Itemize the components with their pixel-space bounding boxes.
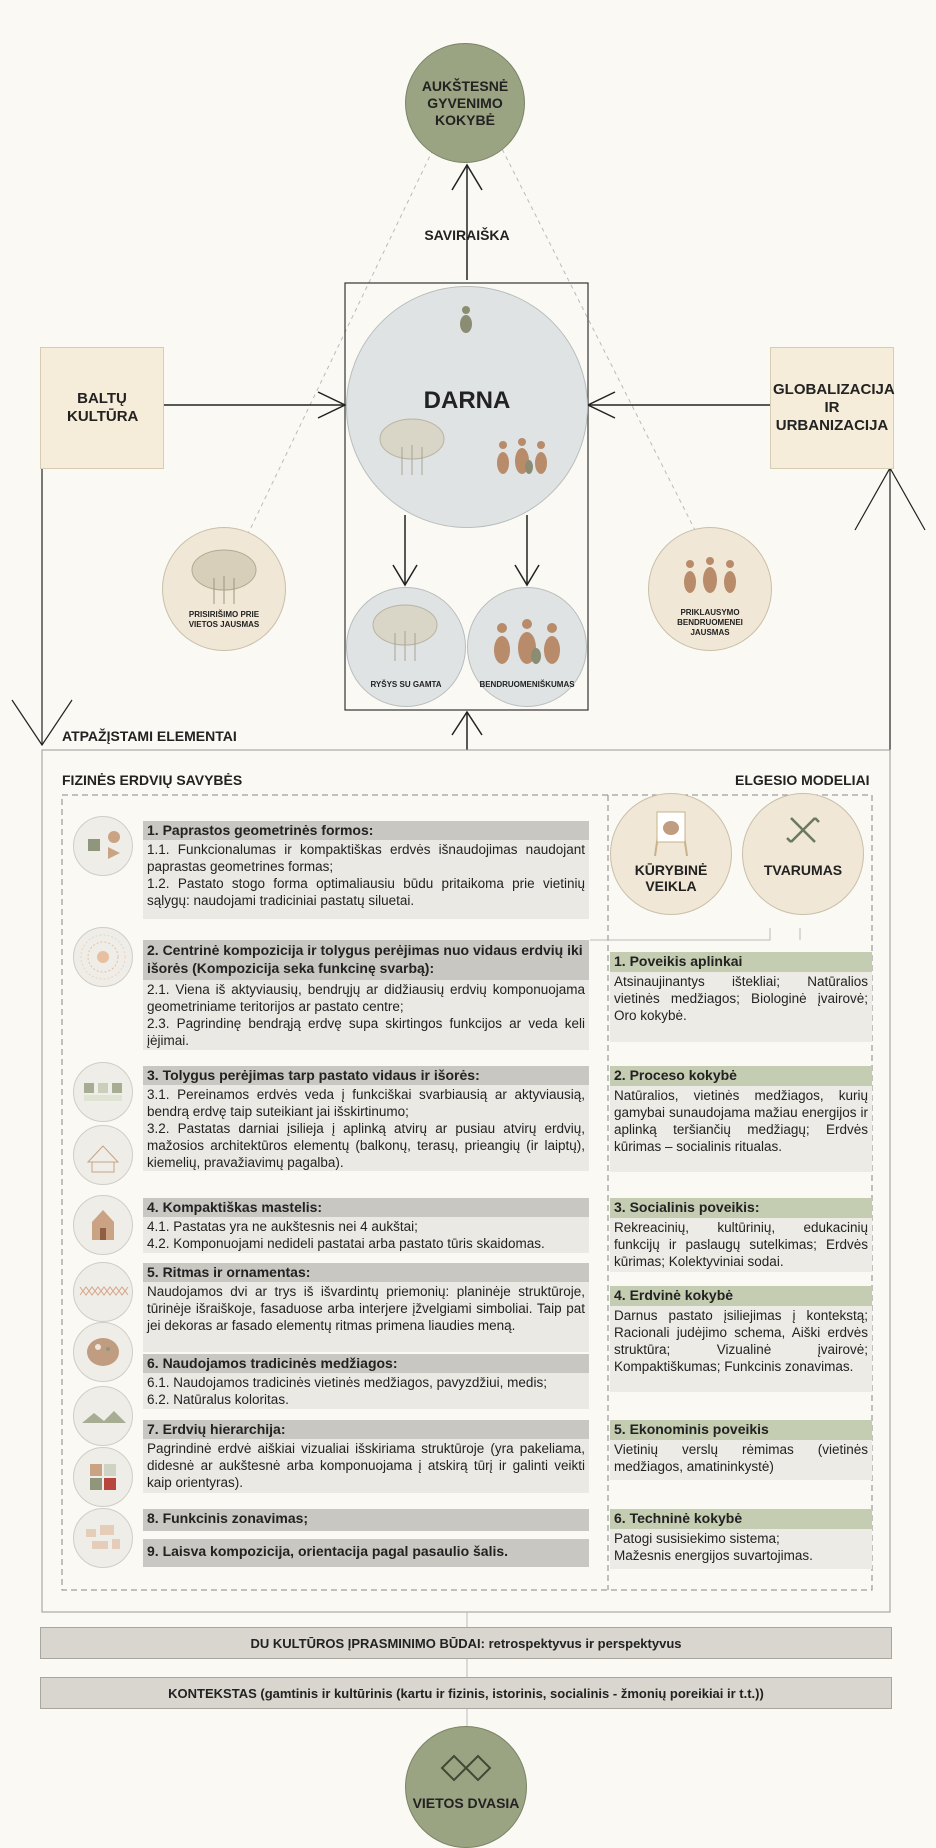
item-3-body: 3.1. Pereinamos erdvės veda į funkciškai…	[143, 1085, 589, 1171]
nature-circle: RYŠYS SU GAMTA	[346, 587, 466, 707]
item-8-head: 8. Funkcinis zonavimas;	[143, 1509, 589, 1531]
item-9-head: 9. Laisva kompozicija, orientacija pagal…	[143, 1539, 589, 1567]
creative-activity-circle: KŪRYBINĖ VEIKLA	[610, 793, 732, 915]
building-sketch-icon	[73, 1125, 133, 1185]
people-icon	[490, 618, 564, 668]
item-2-head: 2. Centrinė kompozicija ir tolygus perėj…	[143, 940, 589, 980]
link-icon	[438, 1753, 494, 1783]
right-feeling-label: PRIKLAUSYMO BENDRUOMENEI JAUSMAS	[677, 608, 743, 637]
right-item-4-body: Darnus pastato įsiliejimas į kontekstą; …	[610, 1306, 872, 1392]
right-box-label: GLOBALIZACIJA IR URBANIZACIJA	[773, 381, 895, 434]
people-icon	[495, 437, 550, 477]
left-box: BALTŲ KULTŪRA	[40, 347, 164, 469]
right-item-5-body: Vietinių verslų rėmimas (vietinės medžia…	[610, 1440, 872, 1480]
left-feeling-circle: PRISIRIŠIMO PRIE VIETOS JAUSMAS	[162, 527, 286, 651]
right-item-3-head: 3. Socialinis poveikis:	[610, 1198, 872, 1218]
item-6-head: 6. Naudojamos tradicinės medžiagos:	[143, 1354, 589, 1373]
top-node-circle: AUKŠTESNĖ GYVENIMO KOKYBĖ	[405, 43, 525, 163]
zoning-icon	[73, 1508, 133, 1568]
item-4-body: 4.1. Pastatas yra ne aukštesnis nei 4 au…	[143, 1217, 589, 1253]
grid-squares-icon	[73, 1062, 133, 1122]
hierarchy-squares-icon	[73, 1447, 133, 1507]
landscape-icon	[73, 1386, 133, 1446]
creative-activity-label: KŪRYBINĖ VEIKLA	[634, 862, 708, 894]
sun-symbol-icon	[785, 812, 821, 848]
item-2-body: 2.1. Viena iš aktyviausių, bendrųjų ar d…	[143, 980, 589, 1050]
right-item-6-head: 6. Techninė kokybė	[610, 1509, 872, 1529]
bottom-node-circle: VIETOS DVASIA	[405, 1726, 527, 1848]
community-label: BENDRUOMENIŠKUMAS	[479, 680, 575, 689]
right-item-2-head: 2. Proceso kokybė	[610, 1066, 872, 1086]
behavior-title: ELGESIO MODELIAI	[735, 772, 870, 788]
ornament-pattern-icon	[73, 1262, 133, 1322]
recognizable-elements-title: ATPAŽĮSTAMI ELEMENTAI	[62, 728, 237, 744]
radial-pattern-icon	[73, 927, 133, 987]
person-icon	[459, 305, 473, 333]
left-feeling-label: PRISIRIŠIMO PRIE VIETOS JAUSMAS	[188, 610, 260, 629]
left-box-label: BALTŲ KULTŪRA	[67, 390, 139, 425]
item-3-head: 3. Tolygus perėjimas tarp pastato vidaus…	[143, 1066, 589, 1085]
right-item-6-body: Patogi susisiekimo sistema; Mažesnis ene…	[610, 1529, 872, 1569]
house-icon	[73, 1195, 133, 1255]
right-feeling-circle: PRIKLAUSYMO BENDRUOMENEI JAUSMAS	[648, 527, 772, 651]
right-item-1-head: 1. Poveikis aplinkai	[610, 952, 872, 972]
culture-band: DU KULTŪROS ĮPRASMINIMO BŪDAI: retrospek…	[40, 1627, 892, 1659]
right-item-2-body: Natūralios, vietinės medžiagos, kurių ga…	[610, 1086, 872, 1172]
item-6-body: 6.1. Naudojamos tradicinės vietinės medž…	[143, 1373, 589, 1409]
tree-icon	[369, 603, 441, 663]
top-node-label: AUKŠTESNĖ GYVENIMO KOKYBĖ	[421, 77, 509, 128]
item-7-body: Pagrindinė erdvė aiškiai vizualiai išski…	[143, 1439, 589, 1493]
context-band: KONTEKSTAS (gamtinis ir kultūrinis (kart…	[40, 1677, 892, 1709]
center-circle: DARNA	[346, 286, 588, 528]
community-circle: BENDRUOMENIŠKUMAS	[467, 587, 587, 707]
item-5-head: 5. Ritmas ir ornamentas:	[143, 1263, 589, 1282]
tree-icon	[377, 417, 447, 477]
center-label: DARNA	[423, 387, 511, 414]
item-7-head: 7. Erdvių hierarchija:	[143, 1420, 589, 1439]
bottom-node-label: VIETOS DVASIA	[412, 1795, 520, 1811]
right-item-4-head: 4. Erdvinė kokybė	[610, 1286, 872, 1306]
easel-icon	[651, 806, 691, 858]
nature-label: RYŠYS SU GAMTA	[370, 680, 442, 689]
right-item-1-body: Atsinaujinantys ištekliai; Natūralios vi…	[610, 972, 872, 1042]
item-4-head: 4. Kompaktiškas mastelis:	[143, 1198, 589, 1217]
tree-icon	[189, 548, 259, 606]
item-1-head: 1. Paprastos geometrinės formos:	[143, 821, 589, 840]
self-expression-label: SAVIRAIŠKA	[424, 227, 510, 243]
right-item-5-head: 5. Ekonominis poveikis	[610, 1420, 872, 1440]
item-5-body: Naudojamos dvi ar trys iš išvardintų pri…	[143, 1282, 589, 1352]
geometric-shapes-icon	[73, 816, 133, 876]
palette-icon	[73, 1322, 133, 1382]
right-box: GLOBALIZACIJA IR URBANIZACIJA	[770, 347, 895, 469]
sustainability-label: TVARUMAS	[763, 862, 843, 878]
physical-title: FIZINĖS ERDVIŲ SAVYBĖS	[62, 772, 243, 788]
sustainability-circle: TVARUMAS	[742, 793, 864, 915]
item-1-body: 1.1. Funkcionalumas ir kompaktiškas erdv…	[143, 840, 589, 919]
right-item-3-body: Rekreacinių, kultūrinių, edukacinių funk…	[610, 1218, 872, 1272]
people-icon	[681, 556, 739, 596]
